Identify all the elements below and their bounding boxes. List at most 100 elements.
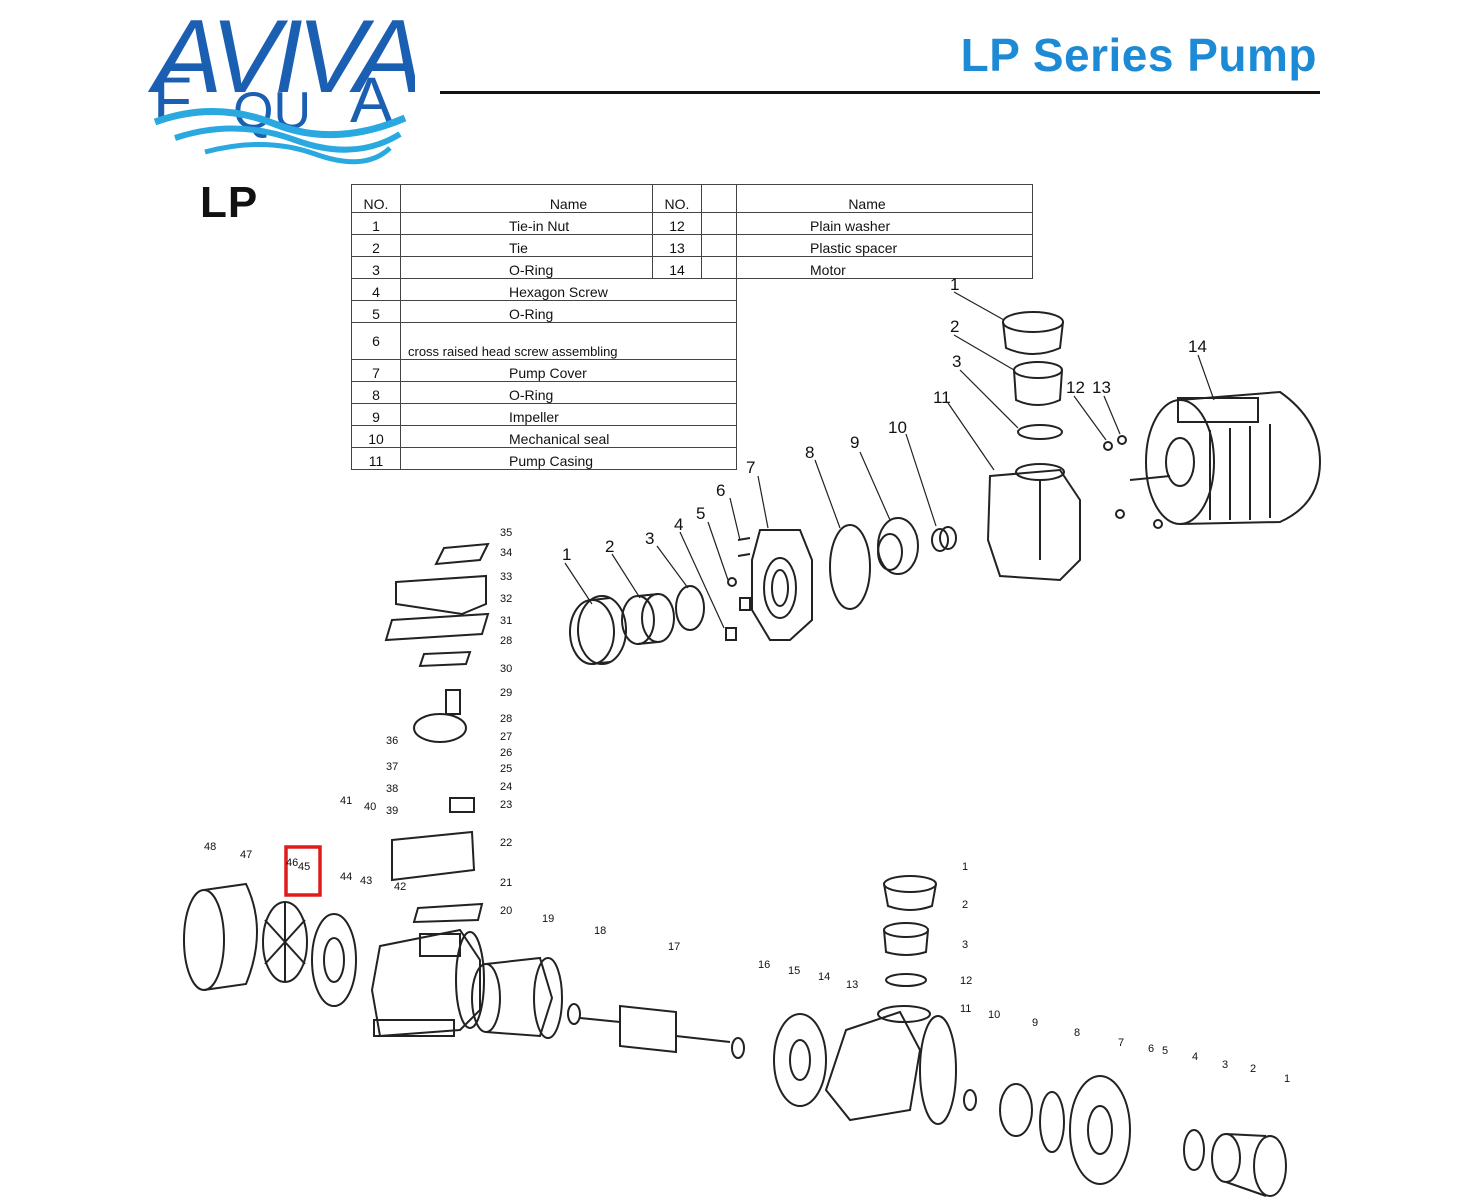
callout-31: 31 xyxy=(500,615,512,627)
callout-2b: 2 xyxy=(1250,1063,1256,1075)
callout-41: 41 xyxy=(340,795,352,807)
callout-7: 7 xyxy=(1118,1037,1124,1049)
fan xyxy=(262,901,308,983)
callout-1b: 1 xyxy=(1284,1073,1290,1085)
callout-17: 17 xyxy=(668,941,680,953)
callout-29: 29 xyxy=(500,687,512,699)
front-end-shield xyxy=(773,1013,827,1107)
part-no: 6 xyxy=(351,322,401,360)
bottom-tie-in-nut xyxy=(1183,1129,1287,1197)
top-tie-in-nut-vertical xyxy=(1002,311,1064,355)
callout-23: 23 xyxy=(500,799,512,811)
front-bearing xyxy=(731,1037,745,1059)
bottom-pump-cover xyxy=(1069,1075,1131,1185)
callout-12: 12 xyxy=(960,975,972,987)
part-no: 11 xyxy=(351,447,401,470)
top-o-ring-vertical xyxy=(1017,424,1063,440)
callout-16: 16 xyxy=(758,959,770,971)
bottom-callouts: 1 2 3 12 11 10 9 8 7 6 5 4 3 2 1 13 14 1… xyxy=(204,527,1290,1085)
callout-top-3a: 3 xyxy=(645,529,654,548)
junction-box-parts xyxy=(384,542,490,924)
callout-3b: 3 xyxy=(1222,1059,1228,1071)
callout-13: 13 xyxy=(846,979,858,991)
part-no: 12 xyxy=(652,212,702,235)
callout-30: 30 xyxy=(500,663,512,675)
rotor xyxy=(579,1004,731,1054)
motor-housing xyxy=(370,928,485,1038)
leader-lines xyxy=(564,291,1215,629)
callout-46: 46 xyxy=(286,857,298,869)
callout-44: 44 xyxy=(340,871,352,883)
callout-11: 11 xyxy=(960,1003,971,1015)
top-o-ring-8 xyxy=(829,524,871,610)
top-tie-in-nut xyxy=(569,595,627,665)
callout-top-1a: 1 xyxy=(562,545,571,564)
callout-22: 22 xyxy=(500,837,512,849)
callout-39: 39 xyxy=(386,805,398,817)
part-name: Pump Casing xyxy=(400,447,737,470)
callout-27: 27 xyxy=(500,731,512,743)
bottom-tie-vertical xyxy=(883,875,937,987)
callout-28a: 28 xyxy=(500,635,512,647)
bottom-impeller xyxy=(999,1083,1033,1137)
fan-cover xyxy=(183,882,258,991)
callout-1a: 1 xyxy=(962,861,968,873)
callout-10: 10 xyxy=(988,1009,1000,1021)
callout-28b: 28 xyxy=(500,713,512,725)
part-name: Hexagon Screw xyxy=(400,278,737,301)
bearing xyxy=(567,1003,581,1025)
callout-3a: 3 xyxy=(962,939,968,951)
callout-top-5: 5 xyxy=(696,504,705,523)
callout-top-3b: 3 xyxy=(952,352,961,371)
callout-48: 48 xyxy=(204,841,216,853)
callout-45: 45 xyxy=(298,861,310,873)
callout-top-6: 6 xyxy=(716,481,725,500)
callout-top-14: 14 xyxy=(1188,337,1207,356)
callout-33: 33 xyxy=(500,571,512,583)
callout-37: 37 xyxy=(386,761,398,773)
callout-top-13: 13 xyxy=(1092,378,1111,397)
model-label: LP xyxy=(200,178,259,227)
bottom-mech-seal xyxy=(963,1089,977,1111)
top-pump-casing xyxy=(986,463,1081,582)
top-mechanical-seal xyxy=(931,526,957,552)
callout-top-11: 11 xyxy=(933,388,951,407)
callout-24: 24 xyxy=(500,781,512,793)
header-no: NO. xyxy=(652,184,702,213)
part-name: O-Ring xyxy=(400,300,737,323)
table-header-row: NO. Name xyxy=(652,184,1033,213)
callout-top-8: 8 xyxy=(805,443,814,462)
top-o-ring-3 xyxy=(675,585,705,631)
callout-43: 43 xyxy=(360,875,372,887)
part-name: Motor xyxy=(701,256,1033,279)
callout-2a: 2 xyxy=(962,899,968,911)
page-title: LP Series Pump xyxy=(960,29,1317,81)
rear-end-shield xyxy=(311,913,357,1007)
callout-top-1b: 1 xyxy=(950,275,959,294)
part-no: 14 xyxy=(652,256,702,279)
callout-19: 19 xyxy=(542,913,554,925)
callout-5: 5 xyxy=(1162,1045,1168,1057)
top-tie-vertical xyxy=(1013,361,1063,406)
callout-47: 47 xyxy=(240,849,252,861)
callout-18: 18 xyxy=(594,925,606,937)
callout-4: 4 xyxy=(1192,1051,1198,1063)
callout-35: 35 xyxy=(500,527,512,539)
top-callouts: 1 2 3 4 5 6 7 8 9 10 11 12 13 14 1 2 3 xyxy=(562,275,1207,564)
callout-36: 36 xyxy=(386,735,398,747)
bottom-o-ring-8 xyxy=(1039,1091,1065,1153)
svg-text:AVIVA: AVIVA xyxy=(147,0,415,115)
bottom-pump-casing xyxy=(824,1005,931,1122)
stator xyxy=(471,956,563,1039)
part-name: Plain washer xyxy=(701,212,1033,235)
callout-8: 8 xyxy=(1074,1027,1080,1039)
callout-26: 26 xyxy=(500,747,512,759)
